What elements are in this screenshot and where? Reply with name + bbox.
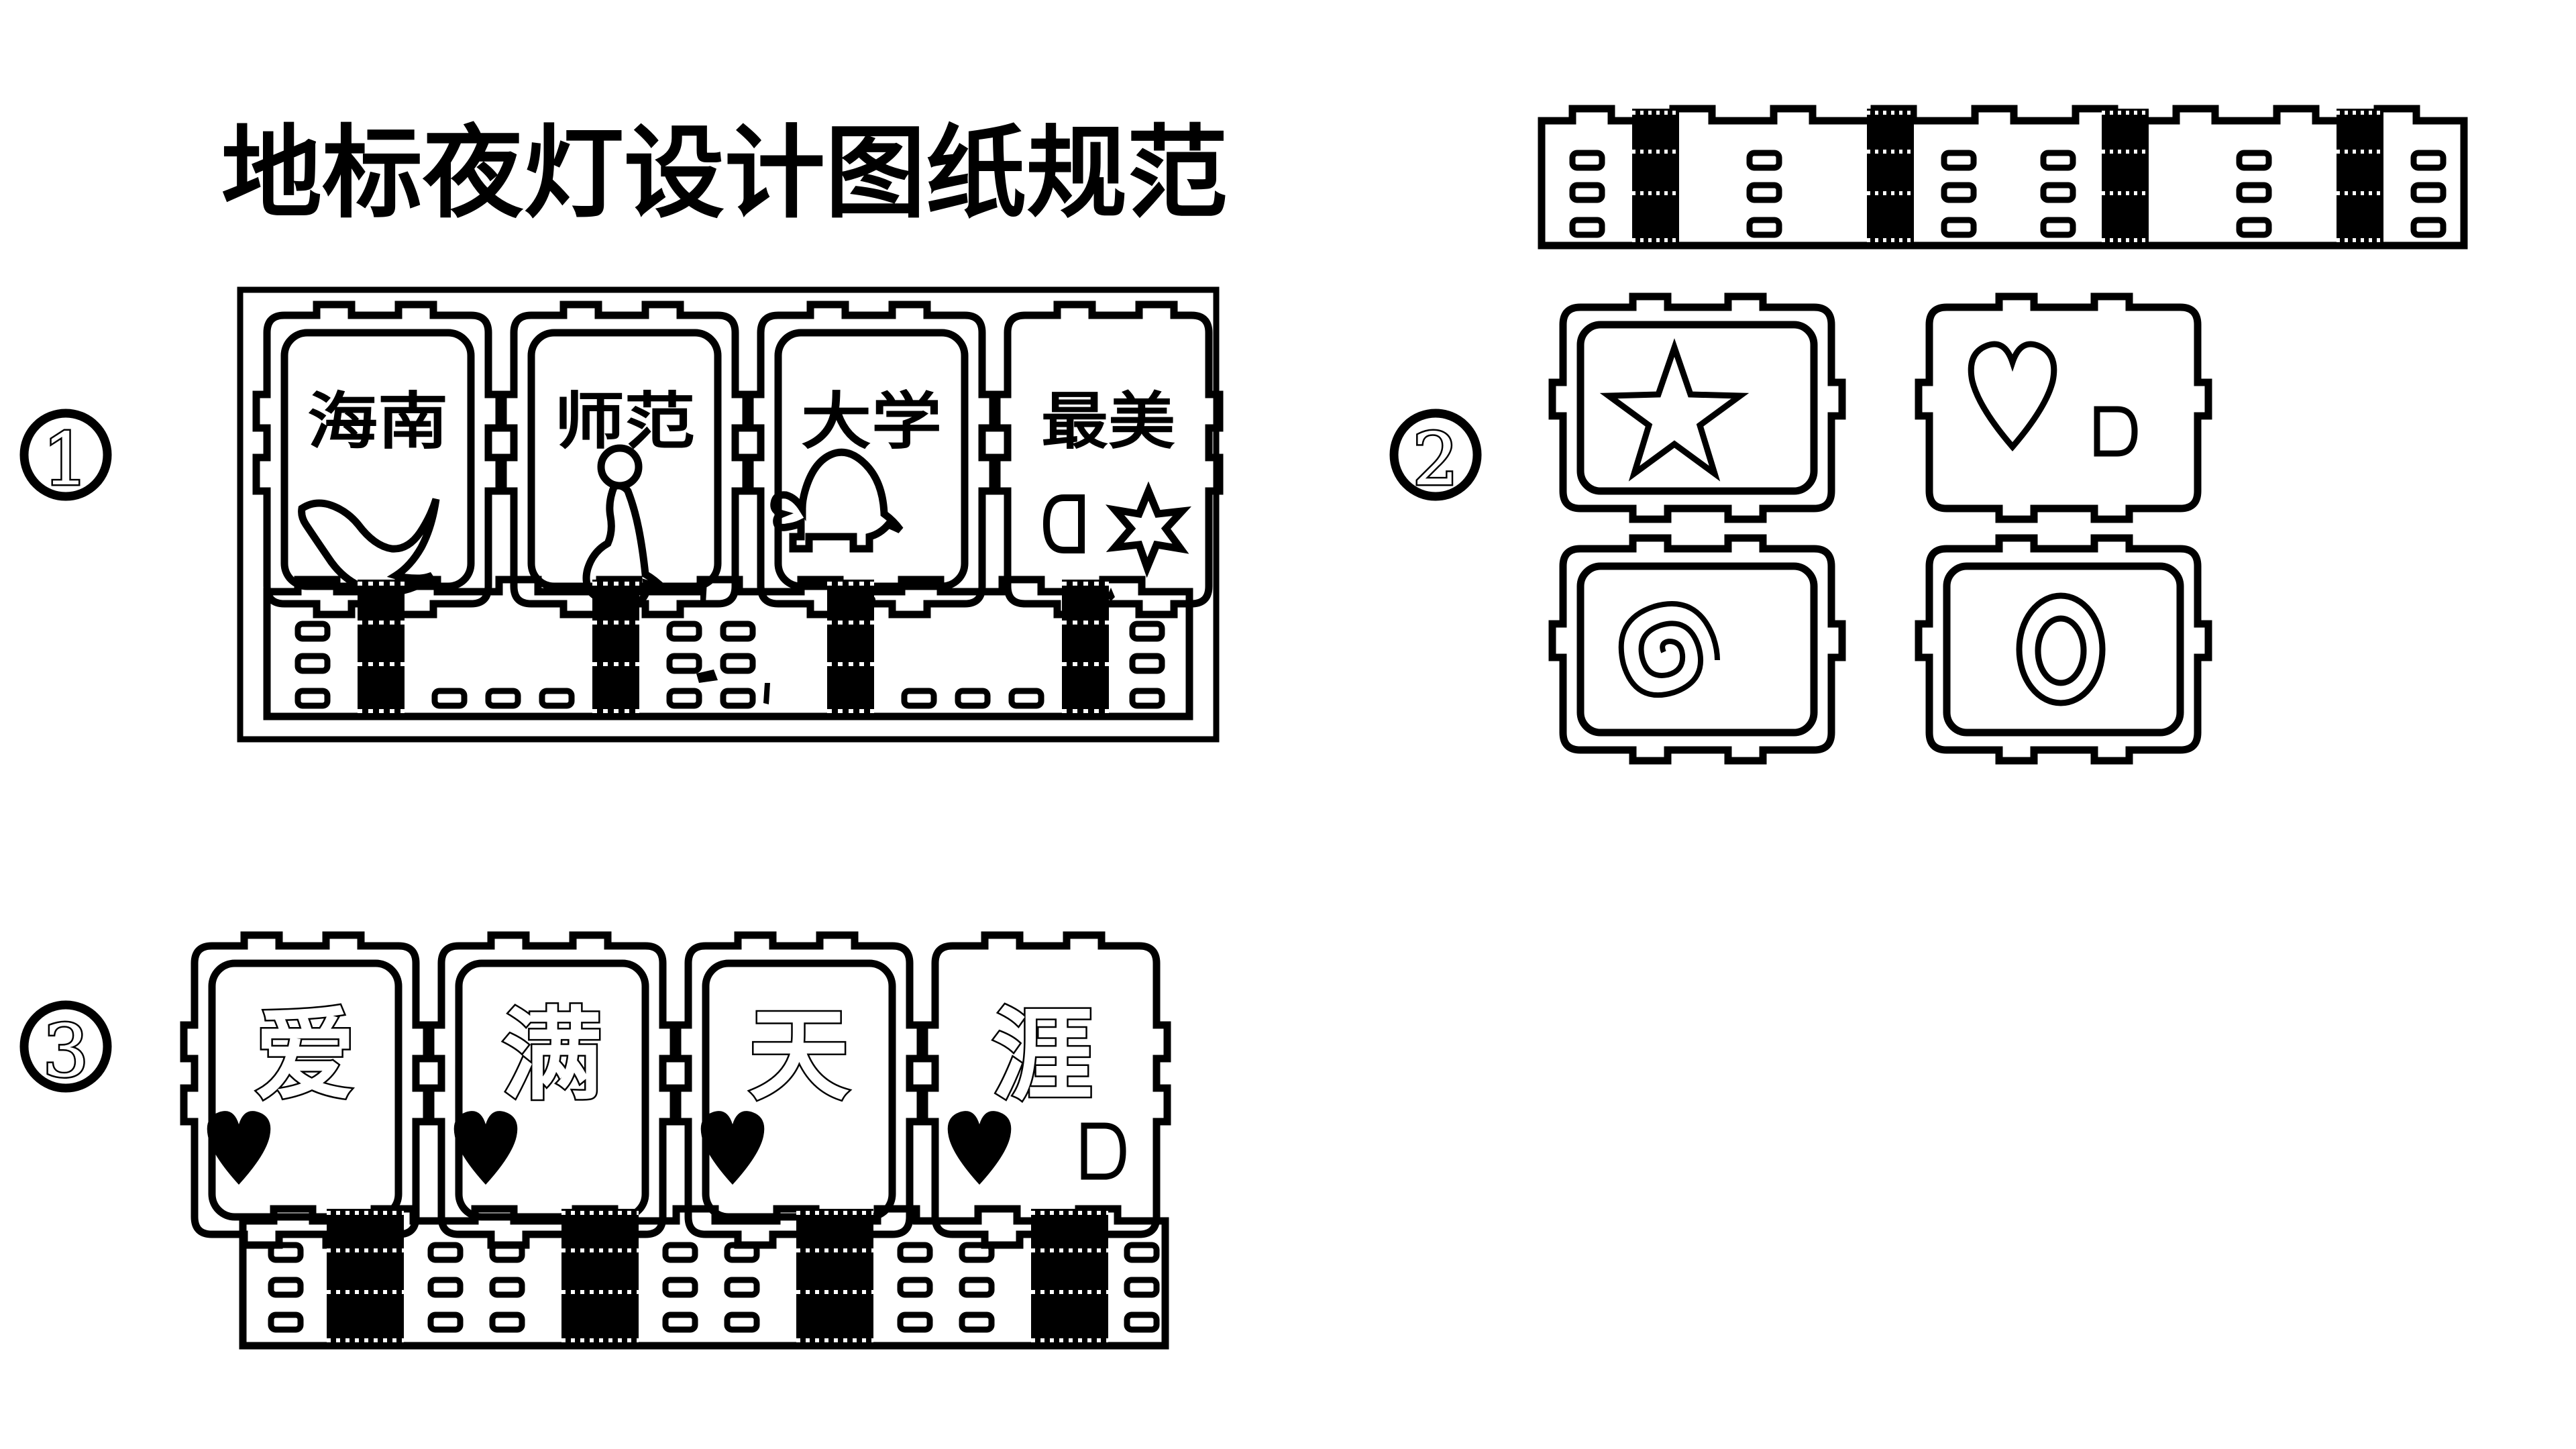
panel-1-tile-4-label: 最美 — [1041, 386, 1175, 458]
panel-2-marker: 2 — [1389, 409, 1482, 504]
panel-1-tile-4[interactable]: 最美 — [993, 301, 1224, 619]
panel-3-tile-4[interactable]: 涯 — [920, 931, 1171, 1249]
rail-black-bands — [327, 1209, 1108, 1346]
panel-3: 3 爱 满 天 — [19, 931, 1171, 1350]
panel-1-rail[interactable] — [263, 576, 1193, 720]
rail-slots — [298, 624, 1162, 706]
bird-outline-icon — [298, 498, 440, 596]
ring-outline-icon — [2016, 592, 2106, 706]
panel-3-tile-2-label: 满 — [502, 998, 602, 1114]
panel-2-marker-number: 2 — [1413, 418, 1459, 502]
panel-3-tile-1-label: 爱 — [255, 998, 356, 1114]
panel-3-tile-3[interactable]: 天 — [678, 935, 920, 1245]
heart-outline-icon — [1968, 341, 2057, 451]
panel-3-marker-number: 3 — [43, 1010, 89, 1093]
panel-2-tile-3[interactable] — [1552, 538, 1842, 761]
solid-heart-icon — [207, 1111, 271, 1185]
panel-2-tile-4[interactable] — [1919, 538, 2208, 761]
panel-1-outer-frame — [237, 286, 1220, 743]
turtle-outline-icon — [770, 448, 904, 553]
panel-1-tile-1[interactable]: 海南 — [256, 305, 499, 614]
panel-3-tile-2[interactable]: 满 — [431, 935, 674, 1245]
solid-heart-icon — [700, 1111, 765, 1185]
panel-1-marker: 1 — [19, 409, 112, 504]
panel-3-tile-1[interactable]: 爱 — [184, 935, 427, 1245]
panel-3-tile-3-label: 天 — [749, 998, 849, 1114]
sheet-title: 地标夜灯设计图纸规范 — [221, 115, 1228, 232]
solid-heart-icon — [947, 1111, 1012, 1185]
rail-annotation-mark-2 — [763, 683, 770, 704]
panel-2-tile-1[interactable] — [1552, 297, 1842, 519]
rail-black-bands — [1632, 109, 2383, 246]
panel-1-tile-3-label: 大学 — [801, 386, 942, 458]
solid-heart-icon — [453, 1111, 518, 1185]
rail-slots — [1572, 153, 2443, 235]
dshape-icon — [1081, 1122, 1126, 1180]
panel-2-rail[interactable] — [1538, 105, 2468, 250]
sheet-title-text: 地标夜灯设计图纸规范 — [221, 115, 1228, 232]
panel-1: 1 海南 师范 — [19, 286, 1224, 743]
rail-black-bands — [358, 580, 1109, 716]
dshape-icon — [2094, 406, 2138, 457]
six-point-star-outline-icon — [1105, 481, 1192, 578]
spiral-outline-icon — [1618, 601, 1720, 698]
five-point-star-outline-icon — [1599, 338, 1750, 482]
panel-3-marker: 3 — [19, 1000, 112, 1095]
panel-1-marker-number: 1 — [43, 418, 89, 502]
panel-1-tile-2[interactable]: 师范 — [503, 305, 746, 633]
rail-annotation-mark-3 — [700, 581, 707, 604]
panel-2: 2 — [1389, 105, 2468, 761]
dshape-icon — [1046, 498, 1081, 550]
panel-2-tile-2[interactable] — [1915, 292, 2212, 523]
rail-annotation-mark — [696, 669, 718, 683]
panel-1-tile-1-label: 海南 — [307, 386, 448, 458]
panel-3-rail[interactable] — [239, 1205, 1169, 1350]
panel-1-tile-3[interactable]: 大学 — [750, 305, 993, 614]
panel-3-tile-4-label: 涯 — [992, 998, 1093, 1114]
